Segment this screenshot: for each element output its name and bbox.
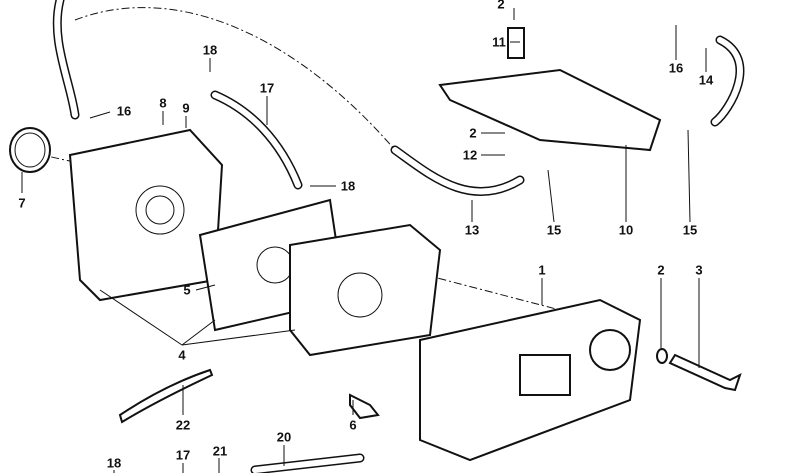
leader-lines (21, 8, 707, 473)
callout-22: 22 (175, 417, 191, 433)
callout-6: 6 (349, 417, 357, 433)
callout-21: 21 (212, 443, 228, 459)
callout-16: 16 (668, 60, 684, 76)
callout-1: 1 (538, 262, 546, 278)
screw-6 (349, 393, 380, 420)
idle-valve (438, 68, 662, 152)
callout-10: 10 (618, 222, 634, 238)
callout-15: 15 (682, 222, 698, 238)
callout-17: 17 (175, 447, 191, 463)
callout-8: 8 (159, 95, 167, 111)
bolt (507, 27, 525, 59)
callout-18: 18 (106, 455, 122, 471)
hose-main (52, 0, 745, 473)
bolt-3 (668, 353, 742, 392)
callout-9: 9 (182, 100, 190, 116)
callout-4: 4 (178, 347, 186, 363)
callout-13: 13 (464, 222, 480, 238)
callout-2: 2 (469, 125, 477, 141)
callout-5: 5 (183, 282, 191, 298)
callout-12: 12 (462, 147, 478, 163)
callout-20: 20 (276, 429, 292, 445)
callout-16: 16 (116, 103, 132, 119)
callout-3: 3 (695, 262, 703, 278)
seal-ring (9, 127, 51, 173)
adapter-plate (289, 223, 442, 357)
callout-7: 7 (18, 195, 26, 211)
connector (519, 354, 571, 396)
callout-14: 14 (698, 72, 714, 88)
callout-2: 2 (657, 262, 665, 278)
centerline (74, 7, 396, 151)
callout-15: 15 (546, 222, 562, 238)
callout-2: 2 (497, 0, 505, 12)
callout-11: 11 (492, 34, 506, 50)
housing-left (68, 128, 224, 302)
strap (118, 368, 214, 424)
callout-18: 18 (340, 178, 356, 194)
callout-17: 17 (259, 80, 275, 96)
callout-18: 18 (202, 42, 218, 58)
